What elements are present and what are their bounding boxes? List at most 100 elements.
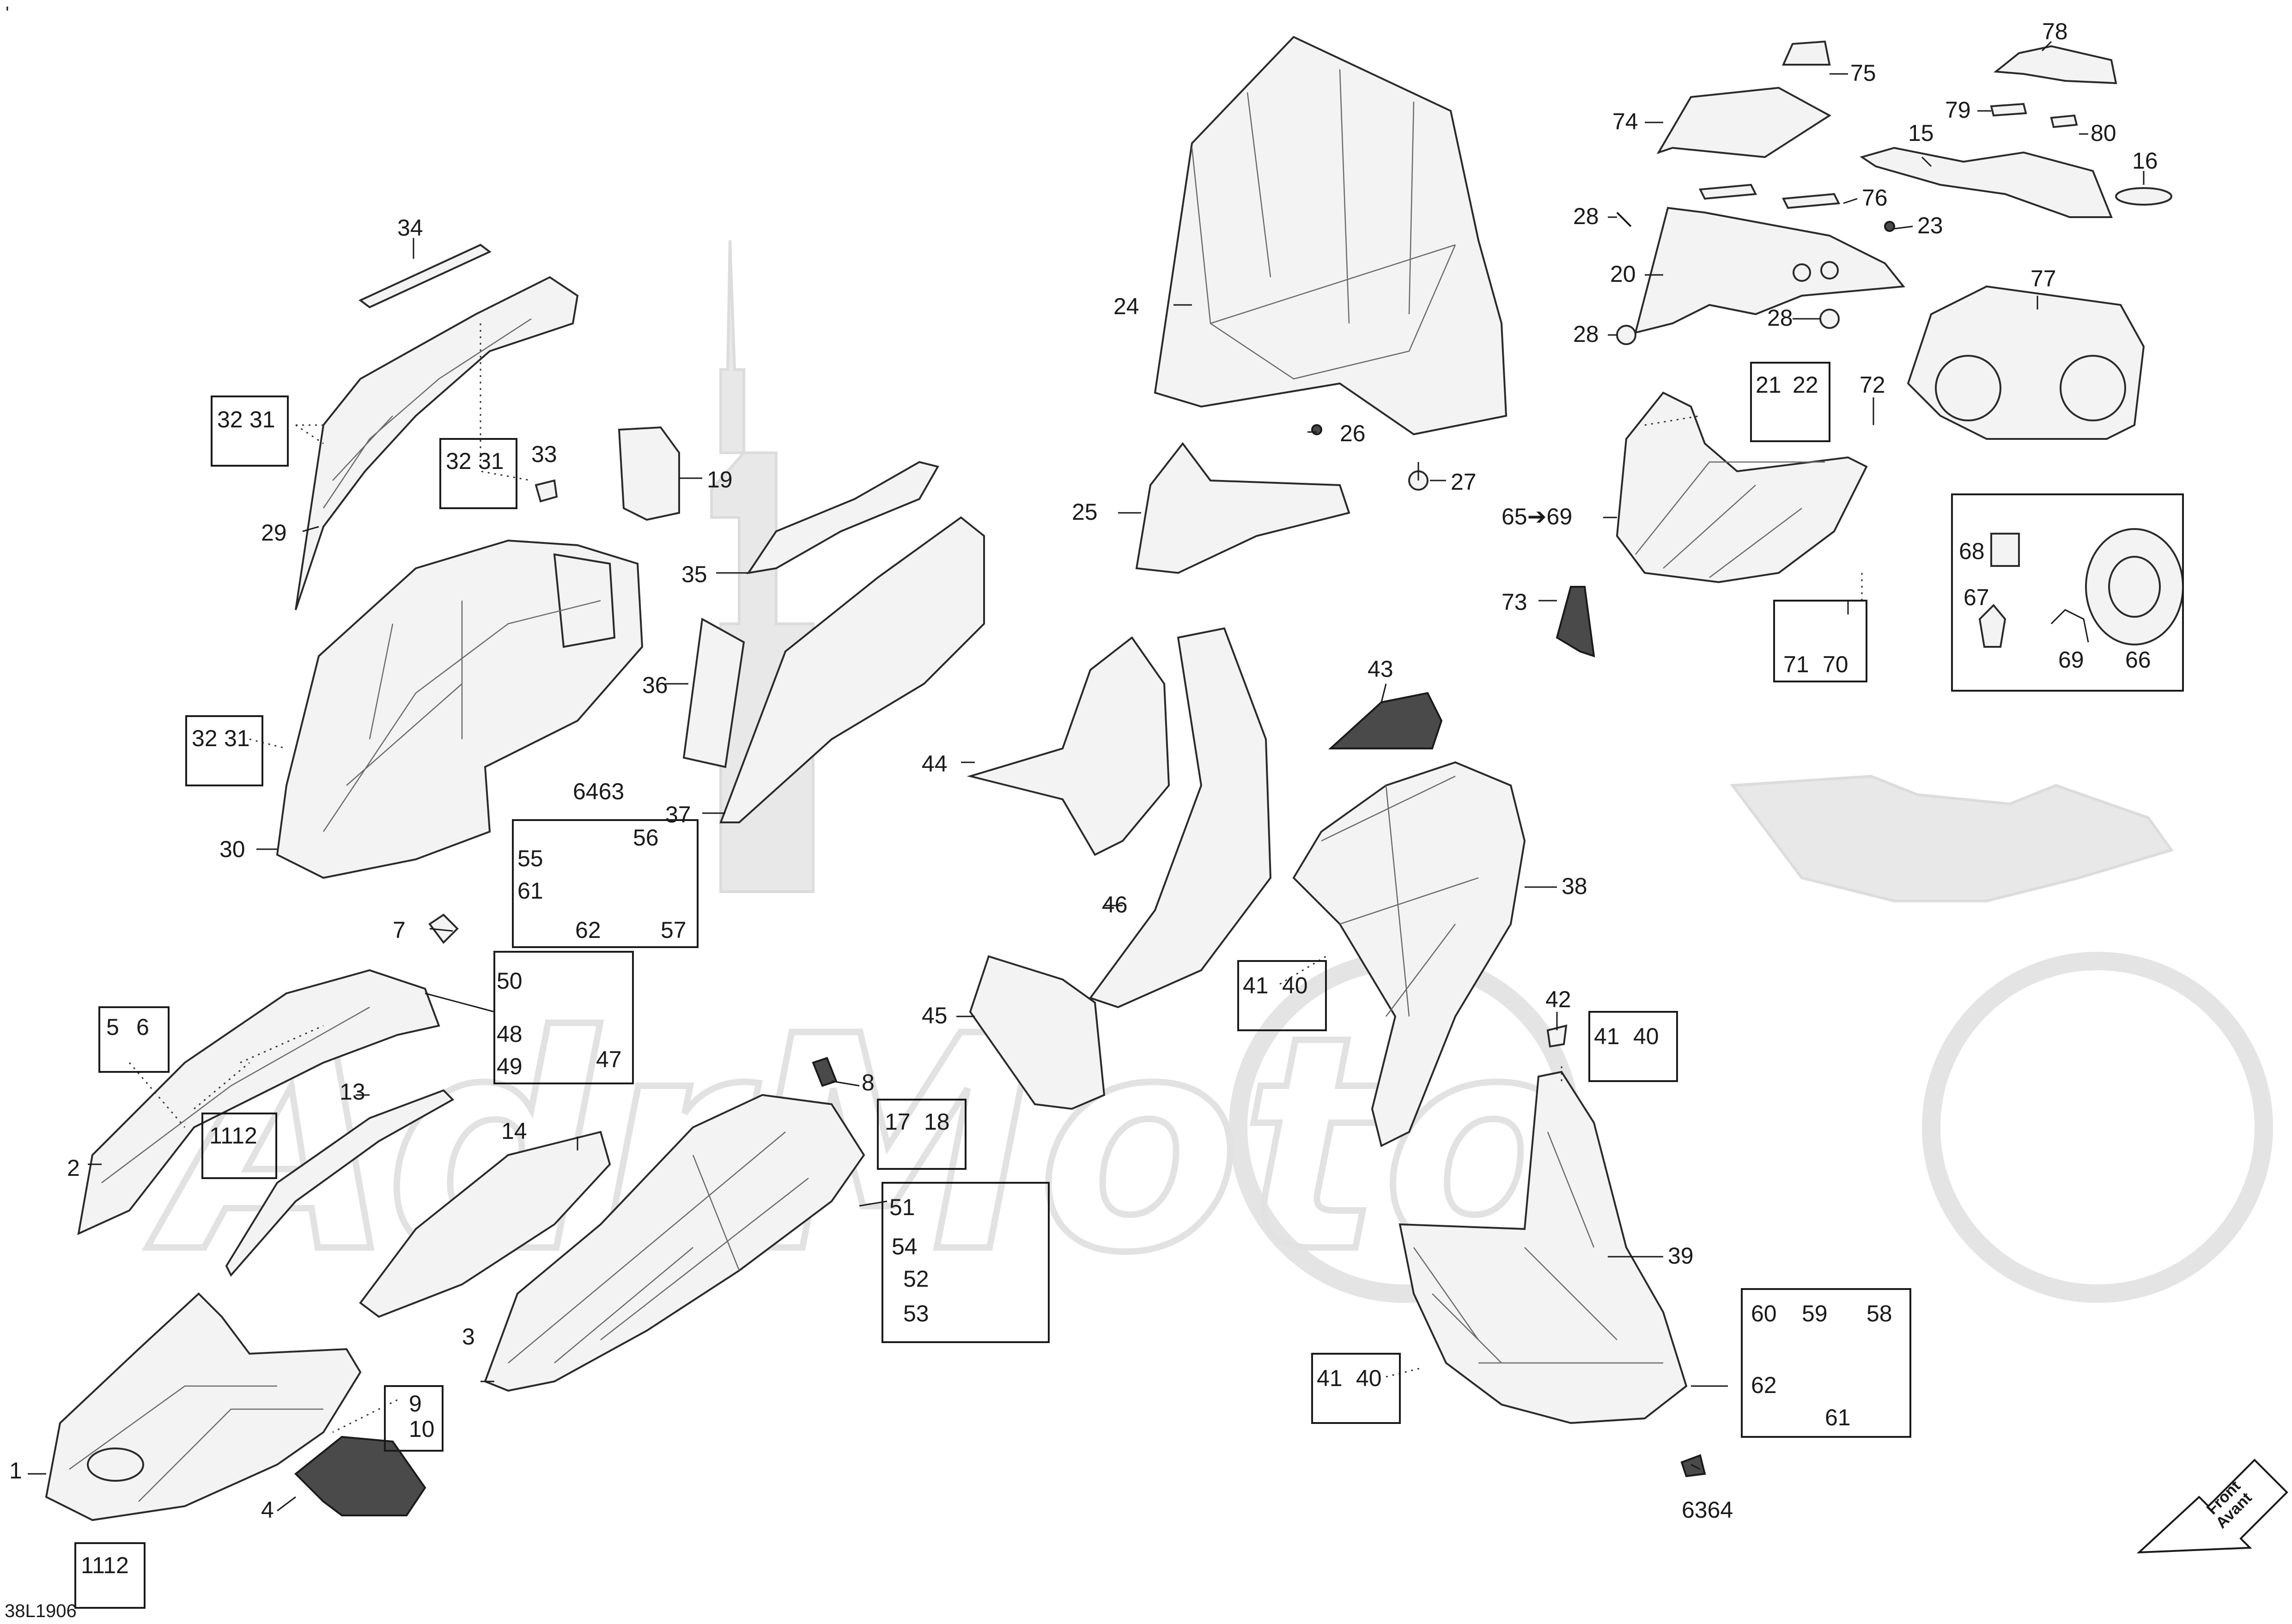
label-65-69: 65➔69 xyxy=(1502,504,1572,529)
label-16: 16 xyxy=(2132,148,2158,174)
label-11-12a: 1112 xyxy=(209,1123,257,1149)
label-62b: 62 xyxy=(1751,1372,1777,1398)
label-43: 43 xyxy=(1368,656,1393,682)
label-72: 72 xyxy=(1860,372,1885,398)
part-14-panel xyxy=(359,1131,611,1318)
label-75: 75 xyxy=(1850,60,1876,86)
headlamp-bulb-group xyxy=(1978,528,2184,648)
label-41b: 41 xyxy=(1594,1023,1620,1049)
part-8-clip xyxy=(812,1057,838,1087)
label-80: 80 xyxy=(2091,120,2116,146)
label-31c: 31 xyxy=(224,725,250,751)
part-45-mirror xyxy=(969,955,1106,1110)
label-59: 59 xyxy=(1802,1301,1828,1326)
part-73-reflector xyxy=(1556,586,1595,657)
label-64-63: 6463 xyxy=(573,779,624,804)
label-62a: 62 xyxy=(575,917,601,943)
label-73: 73 xyxy=(1502,589,1527,615)
label-31a: 31 xyxy=(249,407,275,432)
label-68: 68 xyxy=(1959,538,1985,564)
label-46: 46 xyxy=(1102,892,1128,918)
part-67-bulb xyxy=(1978,604,2006,648)
label-10: 10 xyxy=(409,1416,435,1442)
part-42-clip xyxy=(1546,1024,1568,1048)
label-41c: 41 xyxy=(1317,1365,1343,1391)
part-29-side-panel xyxy=(295,276,579,610)
label-39: 39 xyxy=(1668,1243,1694,1269)
label-21: 21 xyxy=(1756,372,1781,398)
label-48: 48 xyxy=(497,1021,523,1047)
label-47: 47 xyxy=(596,1046,622,1072)
label-17: 17 xyxy=(885,1109,911,1135)
callout-boxes xyxy=(74,362,2184,1609)
part-44-panel xyxy=(967,636,1170,856)
part-19-cover xyxy=(618,426,680,521)
label-67: 67 xyxy=(1964,584,1989,610)
label-24: 24 xyxy=(1113,293,1139,319)
label-6: 6 xyxy=(136,1014,149,1040)
part-20-bracket xyxy=(1634,207,1905,334)
part-78-bracket xyxy=(1993,45,2117,85)
part-69-spring-clip xyxy=(2050,609,2089,643)
label-56: 56 xyxy=(633,825,659,851)
label-77: 77 xyxy=(2031,266,2056,292)
label-78: 78 xyxy=(2042,18,2068,44)
label-32c: 32 xyxy=(192,725,218,751)
label-71: 71 xyxy=(1783,651,1809,677)
label-36: 36 xyxy=(642,672,668,698)
label-79: 79 xyxy=(1945,97,1971,123)
label-58: 58 xyxy=(1866,1301,1892,1326)
label-40c: 40 xyxy=(1356,1365,1382,1391)
label-55: 55 xyxy=(517,845,543,871)
label-27: 27 xyxy=(1451,469,1477,495)
part-24-windshield xyxy=(1154,36,1508,436)
label-11-12c: 1112 xyxy=(81,1552,129,1578)
part-46-panel xyxy=(1088,627,1272,1009)
part-36-seal xyxy=(682,617,745,768)
part-4-grille xyxy=(294,1435,426,1516)
label-31b: 31 xyxy=(478,448,504,474)
label-35: 35 xyxy=(681,561,707,587)
label-50: 50 xyxy=(497,968,523,994)
part-43-grille xyxy=(1328,692,1443,749)
part-65-headlamp xyxy=(1616,391,1868,584)
label-5: 5 xyxy=(106,1014,119,1040)
part-75-clip xyxy=(1781,40,1831,66)
label-8: 8 xyxy=(862,1070,875,1095)
label-18: 18 xyxy=(924,1109,950,1135)
part-74-cover xyxy=(1656,86,1831,158)
part-labels: 34 32 31 29 32 31 33 19 35 36 37 32 31 3… xyxy=(5,18,2158,1621)
label-34: 34 xyxy=(397,215,423,241)
label-29: 29 xyxy=(261,520,287,546)
part-13-strip xyxy=(225,1089,455,1277)
part-76-pad-a xyxy=(1698,183,1757,200)
part-68-holder xyxy=(1990,533,2020,567)
label-23: 23 xyxy=(1917,213,1943,238)
label-19: 19 xyxy=(707,467,733,493)
part-28-grommet-a xyxy=(1819,309,1840,329)
label-9: 9 xyxy=(409,1391,422,1417)
part-26-nut xyxy=(1311,424,1322,435)
part-28-spring xyxy=(1616,212,1632,227)
label-61a: 61 xyxy=(517,878,543,904)
part-39-lower-fairing xyxy=(1398,1071,1688,1424)
label-51: 51 xyxy=(889,1194,915,1220)
part-28-grommet-b xyxy=(1616,325,1636,345)
part-38-panel xyxy=(1292,761,1526,1147)
label-40a: 40 xyxy=(1282,973,1308,998)
part-3-side-cover xyxy=(484,1094,865,1392)
part-33-grommet xyxy=(535,479,558,503)
label-40b: 40 xyxy=(1633,1023,1659,1049)
label-30: 30 xyxy=(219,836,245,862)
label-41a: 41 xyxy=(1243,973,1269,998)
label-7: 7 xyxy=(393,917,406,943)
label-70: 70 xyxy=(1823,651,1848,677)
label-28c: 28 xyxy=(1573,321,1599,347)
label-44: 44 xyxy=(922,751,948,777)
label-28b: 28 xyxy=(1767,305,1793,331)
part-76-pad-b xyxy=(1781,193,1841,209)
label-28a: 28 xyxy=(1573,203,1599,229)
label-32a: 32 xyxy=(217,407,243,432)
label-32b: 32 xyxy=(446,448,472,474)
label-57: 57 xyxy=(661,917,687,943)
